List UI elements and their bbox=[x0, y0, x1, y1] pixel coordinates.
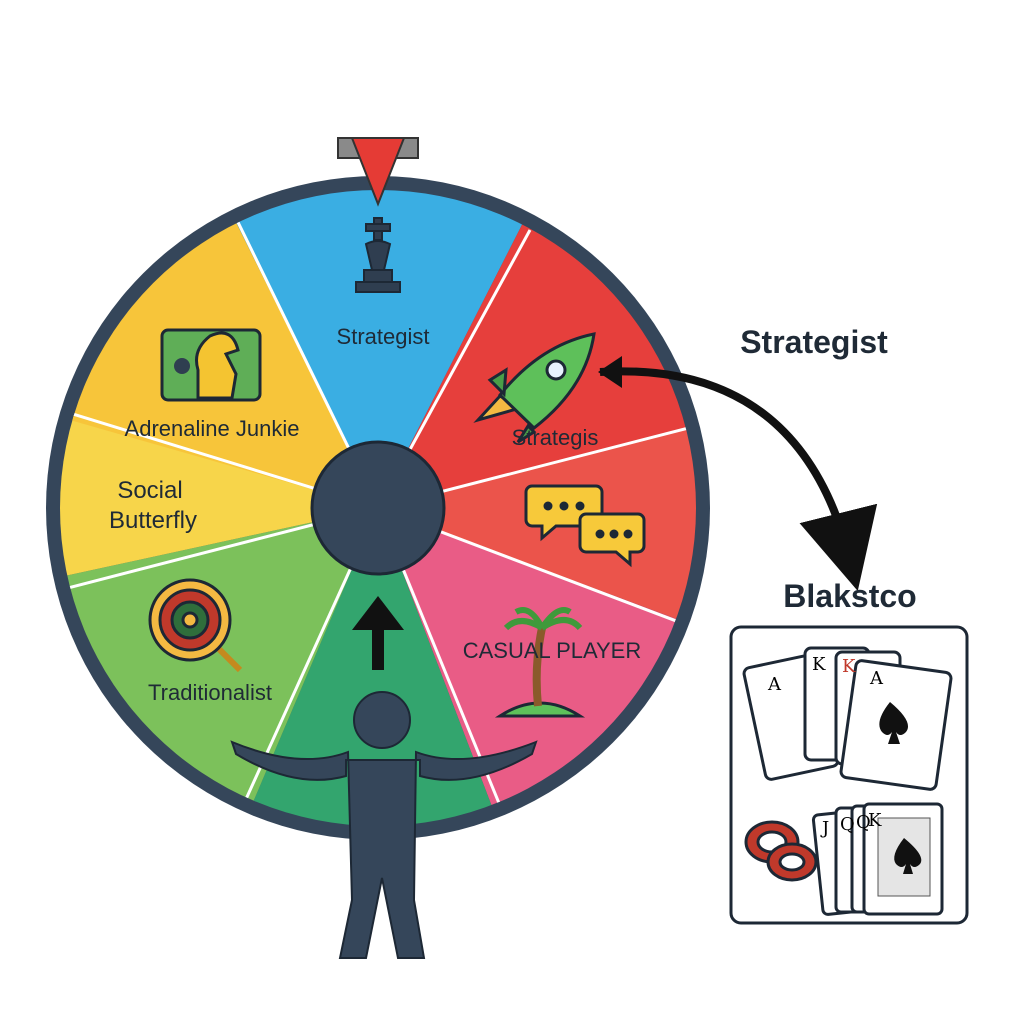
label-social: Social bbox=[117, 477, 182, 504]
label-casual-player: CASUAL PLAYER bbox=[463, 638, 642, 663]
callout-arrow bbox=[599, 367, 878, 592]
person-figure bbox=[230, 691, 538, 959]
rocket-icon bbox=[473, 332, 596, 444]
card-top-3-rank: K bbox=[842, 656, 856, 677]
result-label: Strategist bbox=[740, 324, 888, 360]
segment-left bbox=[60, 395, 378, 590]
label-strategis: Strategis bbox=[512, 425, 599, 450]
card-top-1-rank: A bbox=[767, 674, 782, 695]
arrow-up-icon bbox=[352, 596, 404, 670]
wheel-hub bbox=[310, 440, 446, 576]
bottom-card-group bbox=[811, 802, 944, 916]
label-traditionalist: Traditionalist bbox=[148, 680, 272, 705]
card-bottom-3-rank: Q bbox=[856, 812, 871, 833]
pointer-triangle bbox=[350, 137, 406, 207]
spade-icon-bottom bbox=[894, 838, 922, 874]
knight-money-icon bbox=[160, 328, 262, 402]
card-top-4-rank: A bbox=[869, 668, 884, 689]
callout-arrow-tail-head bbox=[598, 356, 622, 388]
card-bottom-1-rank: J bbox=[820, 818, 829, 839]
segment-top bbox=[200, 190, 560, 508]
roulette-icon bbox=[148, 578, 243, 673]
card-top-2-rank: K bbox=[812, 654, 826, 675]
spade-icon bbox=[879, 702, 908, 744]
chess-king-icon bbox=[355, 217, 401, 293]
card-bottom-4-rank: K bbox=[868, 810, 882, 831]
chat-bubbles-icon bbox=[524, 484, 646, 568]
label-strategist-top: Strategist bbox=[337, 324, 430, 349]
poker-chips-icon bbox=[744, 820, 818, 882]
label-adrenaline-junkie: Adrenaline Junkie bbox=[125, 416, 300, 441]
game-label: Blakstco bbox=[783, 578, 916, 614]
palm-tree-icon bbox=[494, 607, 586, 718]
label-butterfly: Butterfly bbox=[109, 507, 197, 534]
segment-right bbox=[378, 410, 696, 650]
card-bottom-2-rank: Q bbox=[840, 814, 855, 835]
